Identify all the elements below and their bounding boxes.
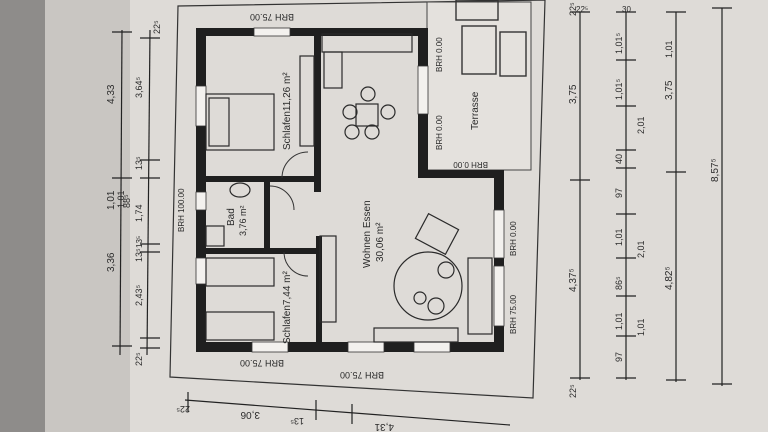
dim-right-c1-4: 22⁵: [568, 384, 578, 398]
dim-bottom-1: 22⁵: [176, 404, 190, 414]
dim-right-c2-2: 1,01⁵: [614, 78, 624, 100]
dim-bottom-4: 4,31: [374, 421, 394, 432]
brh-top-left: BRH 75.00: [250, 12, 294, 22]
dim-right-c3-2: 2,01: [636, 240, 646, 258]
brh-bottom-left: BRH 75.00: [240, 358, 284, 368]
room-label-schlafen-1: Schlafen11,26 m²: [282, 72, 293, 150]
kitchen-furniture: [321, 33, 413, 140]
brh-bath: BRH 100.00: [177, 188, 186, 232]
dim-right-c1-1: 22⁵: [568, 2, 578, 16]
dim-right-c4-3: 4,82⁵: [664, 266, 675, 290]
room-label-terrasse: Terrasse: [470, 91, 481, 130]
dim-right-c2-1: 1,01⁵: [614, 32, 624, 54]
dim-left-inner-9: 13⁵: [135, 236, 144, 248]
dim-left-inner-10: 22⁵: [134, 352, 144, 366]
left-dimension-lines: [112, 29, 160, 356]
bathroom-fixtures: [205, 182, 251, 247]
dim-right-c2-3: 40: [614, 154, 624, 164]
dim-right-c4-1: 1,01: [664, 40, 674, 58]
room-area-bad: 3,76 m²: [238, 205, 248, 236]
room-label-schlafen-2: Schlafen7,44 m²: [282, 271, 293, 344]
dim-right-c5-1: 8,57⁵: [710, 158, 721, 182]
dim-left-inner-3: 13⁵: [134, 156, 144, 170]
inner-walls: [202, 32, 322, 346]
dim-top-right-1: 22⁵: [576, 5, 588, 14]
dim-left-inner-8: 2,43⁵: [134, 284, 144, 306]
brh-terrace-bottom: BRH 0.00: [453, 160, 488, 169]
windows: [195, 27, 505, 353]
brh-terrace-top: BRH 0.00: [435, 37, 444, 72]
dim-left-inner-4: 88⁵: [122, 194, 132, 208]
terrace-chair-top: [455, 0, 499, 21]
brh-right-upper: BRH 0.00: [509, 221, 518, 256]
dim-right-c3-1: 2,01: [636, 116, 646, 134]
brh-terrace-mid: BRH 0.00: [435, 115, 444, 150]
dim-bottom-3: 13⁵: [290, 416, 304, 426]
living-furniture: [373, 212, 493, 343]
dim-left-outer-1: 4,33: [106, 84, 117, 104]
room-label-bad: Bad: [226, 208, 237, 226]
dim-left-inner-6: 1,74: [134, 204, 144, 222]
paper-highlight: [130, 0, 768, 432]
dim-right-c2-5: 1,01: [614, 228, 624, 246]
dim-left-inner-5: 1,01: [116, 190, 126, 208]
bedroom1-furniture: [205, 55, 315, 151]
dim-right-c1-2: 3,75: [568, 84, 579, 104]
room-area-wohnen: 30,06 m²: [375, 222, 386, 262]
terrace-bench: [499, 31, 527, 77]
dim-right-c3-3: 1,01: [636, 318, 646, 336]
dim-top-right-2: 30: [622, 5, 631, 14]
dim-right-c2-4: 97: [614, 188, 624, 198]
door-swings: [269, 151, 309, 277]
terrace-area: [426, 1, 532, 171]
bottom-dimension-lines: [184, 392, 511, 426]
dim-left-inner-1: 22⁵: [152, 20, 162, 34]
right-dimension-lines: [570, 7, 732, 386]
dim-left-inner-7: 13⁵: [134, 248, 144, 262]
brh-bottom-right: BRH 75.00: [340, 370, 384, 380]
dim-left-outer-3: 3,36: [106, 252, 117, 272]
brh-right-lower: BRH 75.00: [509, 294, 518, 334]
room-label-wohnen: Wohnen Essen: [362, 200, 373, 268]
bedroom2-furniture: [205, 235, 337, 341]
dim-bottom-2: 3,06: [240, 409, 260, 420]
terrace-table: [461, 25, 497, 75]
drawing-frame: [169, 0, 546, 399]
dim-right-c2-8: 97: [614, 352, 624, 362]
dim-right-c1-3: 4,37⁵: [568, 268, 579, 292]
dim-right-c4-2: 3,75: [664, 80, 675, 100]
dim-right-c2-6: 86⁵: [614, 276, 624, 290]
dim-right-c2-7: 1,01: [614, 312, 624, 330]
dim-left-outer-2: 1,01: [106, 190, 117, 210]
dim-left-inner-2: 3,64⁵: [134, 76, 144, 98]
